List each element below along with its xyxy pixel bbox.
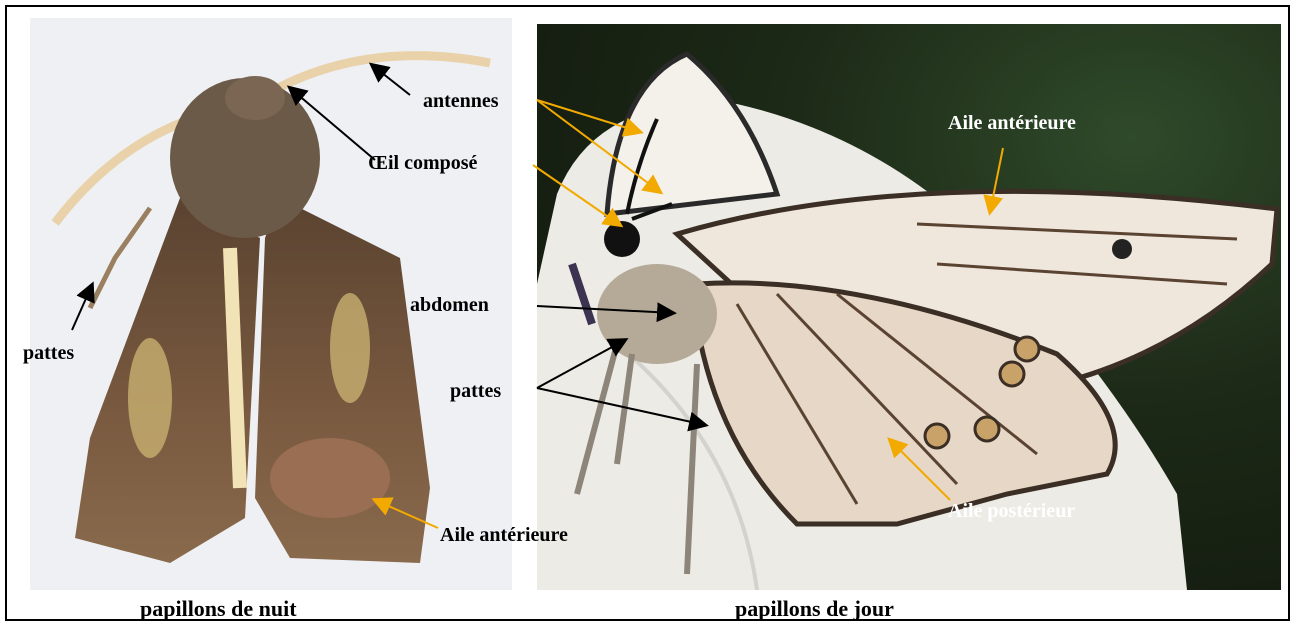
- label-pattes-jour: pattes: [450, 380, 501, 403]
- label-pattes-nuit: pattes: [23, 342, 74, 365]
- label-aile-posterieur: Aile postérieur: [948, 500, 1075, 523]
- butterfly-photo: [537, 24, 1281, 590]
- caption-nuit: papillons de nuit: [140, 596, 297, 622]
- label-aile-anterieure-nuit: Aile antérieure: [440, 524, 568, 547]
- label-aile-anterieure-jour: Aile antérieure: [948, 112, 1076, 135]
- label-oeil-compose: Œil composé: [368, 152, 477, 175]
- label-antennes: antennes: [423, 90, 499, 113]
- moth-wing-stripe: [230, 248, 240, 488]
- butterfly-eye: [604, 221, 640, 257]
- butterfly-illustration: [537, 24, 1281, 590]
- moth-head: [225, 76, 285, 120]
- label-abdomen: abdomen: [410, 294, 489, 317]
- moth-leg: [90, 208, 150, 308]
- moth-wing-patch: [270, 438, 390, 518]
- caption-jour: papillons de jour: [735, 596, 894, 622]
